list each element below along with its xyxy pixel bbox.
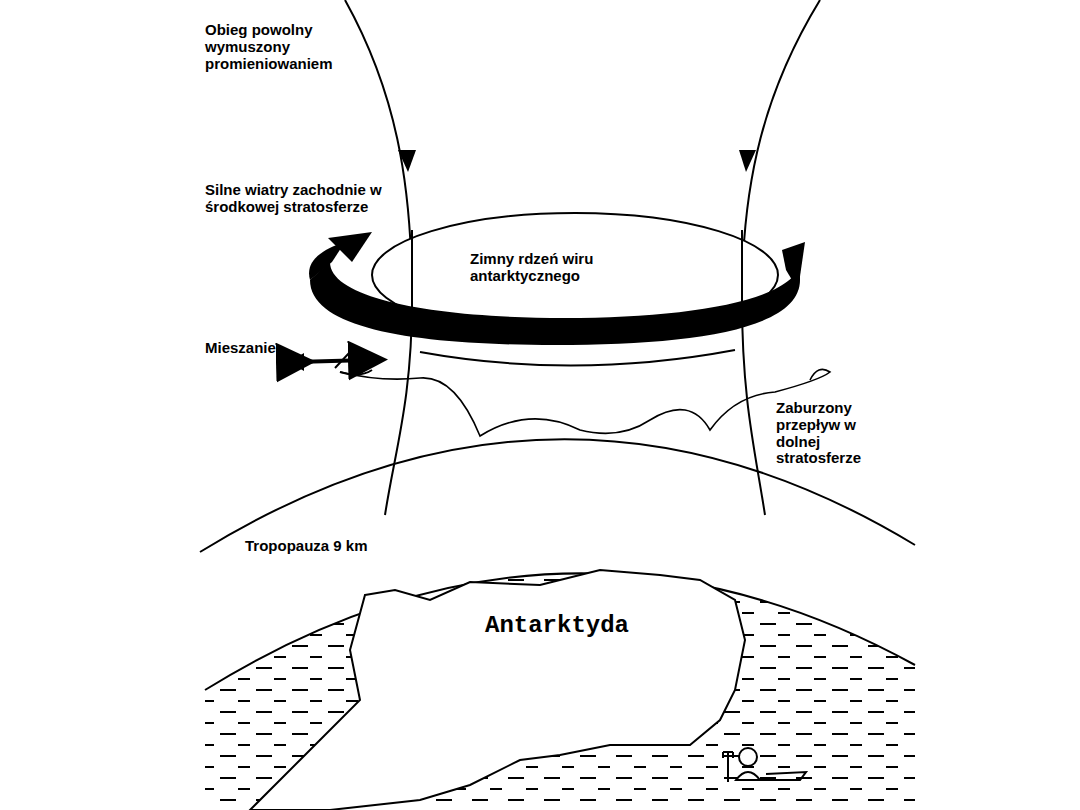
flow-arrowhead (739, 150, 756, 172)
wind-arrowhead (782, 242, 805, 290)
mixing-label: Mieszanie (205, 340, 276, 357)
node-text: Antarktyda (432, 612, 682, 640)
flow-arrowhead (398, 150, 416, 172)
mixing-arrowhead (361, 351, 376, 369)
circulation-label: Obieg powolny wymuszony promieniowaniem (205, 22, 333, 72)
wind-label: Silne wiatry zachodnie w środkowej strat… (205, 182, 390, 216)
antarctica-outline (250, 570, 745, 810)
disturbed-flow-line (340, 369, 830, 436)
disturbed-flow-label: Zaburzony przepływ w dolnej stratosferze (776, 400, 901, 467)
node-text: Zimny rdzeń wiru antarktycznego (470, 250, 670, 285)
tropopause-label: Tropopauza 9 km (245, 538, 368, 555)
mixing-arrowhead (289, 353, 304, 371)
neptune-figure (723, 748, 806, 782)
continent-region: Antarktyda (432, 612, 682, 640)
wind-arrowhead (328, 232, 372, 262)
mixing-arrow (296, 360, 368, 362)
vortex-core-bottom (420, 350, 735, 366)
mixing-squiggle (335, 352, 372, 375)
vortex-core: Zimny rdzeń wiru antarktycznego (470, 250, 670, 285)
